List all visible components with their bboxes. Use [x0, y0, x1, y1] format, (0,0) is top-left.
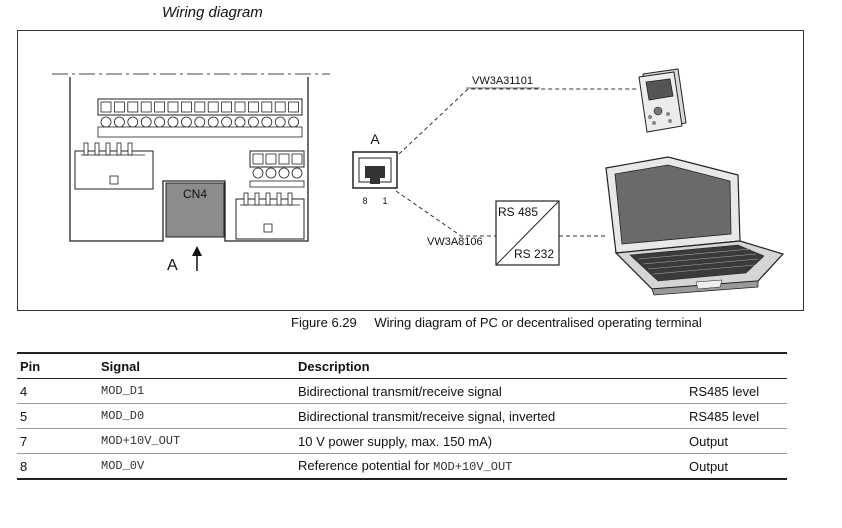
description-cell: 10 V power supply, max. 150 mA) [295, 428, 686, 454]
header-pin: Pin [17, 353, 98, 379]
table-row: 4 MOD_D1 Bidirectional transmit/receive … [17, 378, 787, 404]
table-row: 8 MOD_0V Reference potential for MOD+10V… [17, 453, 787, 480]
terminal-cable-label: VW3A31101 [472, 75, 533, 87]
header-signal: Signal [98, 353, 295, 379]
description-cell: Bidirectional transmit/receive signal [295, 378, 686, 404]
pin-table: Pin Signal Description 4 MOD_D1 Bidirect… [17, 352, 787, 480]
signal-cell: MOD_D0 [98, 403, 295, 429]
pin-cell: 4 [17, 378, 98, 404]
description-code: MOD+10V_OUT [433, 460, 513, 474]
figure-caption: Figure 6.29 Wiring diagram of PC or dece… [291, 315, 702, 330]
level-cell: Output [686, 428, 787, 454]
wiring-diagram: CN4 [52, 68, 785, 296]
header-level [686, 353, 787, 379]
signal-cell: MOD+10V_OUT [98, 428, 295, 454]
rj45-port [352, 151, 398, 189]
port-label: A [370, 131, 380, 147]
rs485-rs232-converter [495, 200, 560, 266]
section-title: Wiring diagram [162, 4, 263, 21]
pin-cell: 5 [17, 403, 98, 429]
converter-top-label: RS 485 [498, 205, 538, 219]
signal-cell: MOD_D1 [98, 378, 295, 404]
arrow-up-icon [192, 246, 202, 271]
table-row: 7 MOD+10V_OUT 10 V power supply, max. 15… [17, 428, 787, 454]
level-cell: RS485 level [686, 403, 787, 429]
level-cell: RS485 level [686, 378, 787, 404]
table-row: 5 MOD_D0 Bidirectional transmit/receive … [17, 403, 787, 429]
header-description: Description [295, 353, 686, 379]
pin-cell: 7 [17, 428, 98, 454]
converter-bottom-label: RS 232 [514, 247, 554, 261]
table-header-row: Pin Signal Description [17, 353, 787, 379]
figure-number: Figure 6.29 [291, 315, 357, 330]
laptop-icon [605, 156, 785, 296]
operating-terminal-icon [638, 68, 687, 133]
description-cell: Bidirectional transmit/receive signal, i… [295, 403, 686, 429]
figure-caption-text: Wiring diagram of PC or decentralised op… [374, 315, 702, 330]
port-pin-right: 1 [382, 196, 387, 206]
description-cell: Reference potential for MOD+10V_OUT [295, 453, 686, 480]
connector-label: CN4 [183, 187, 207, 201]
pin-cell: 8 [17, 453, 98, 480]
drive-unit: CN4 [69, 77, 309, 242]
level-cell: Output [686, 453, 787, 480]
converter-cable-label: VW3A8106 [427, 236, 483, 248]
description-text: Reference potential for [298, 458, 434, 473]
wiring-figure: CN4 [17, 30, 804, 311]
signal-cell: MOD_0V [98, 453, 295, 480]
arrow-label: A [167, 257, 178, 274]
port-pin-left: 8 [362, 196, 367, 206]
